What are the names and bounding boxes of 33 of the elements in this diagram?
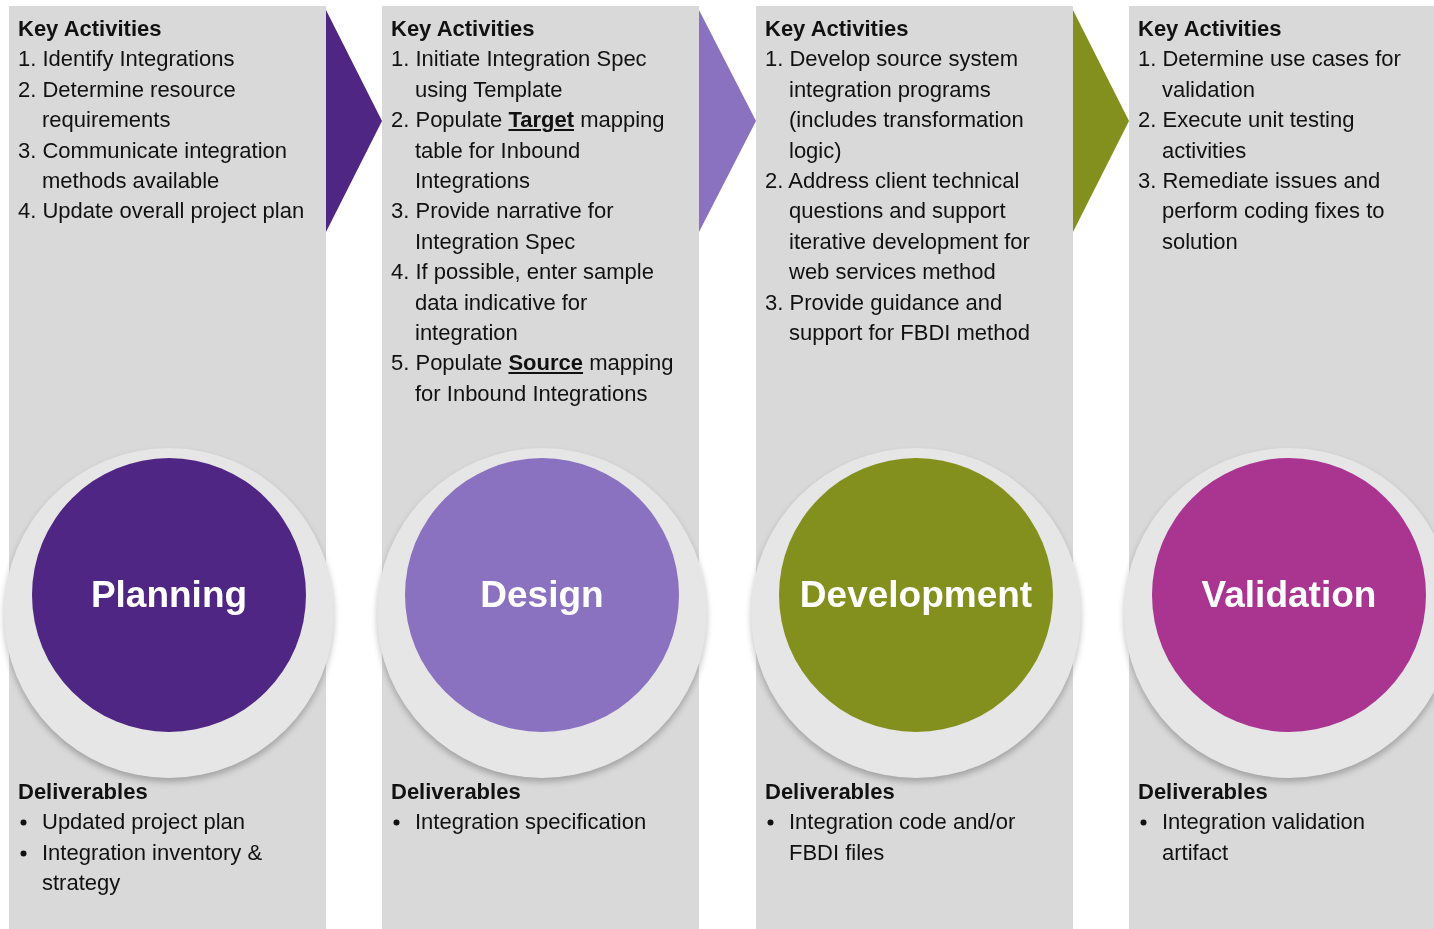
chevron-arrow xyxy=(1073,10,1129,232)
numbered-item: 2. Address client technical questions and support iterative development for web services method xyxy=(765,167,1031,287)
chevron-arrow xyxy=(326,10,382,232)
numbered-item: 3. Provide guidance and support for FBDI method xyxy=(765,288,1031,348)
phase-title: Design xyxy=(480,574,604,616)
numbered-item: 5. Populate Source mapping for Inbound Integrations xyxy=(391,349,675,408)
section-heading: Deliverables xyxy=(18,778,149,806)
section-heading: Key Activities xyxy=(1138,15,1283,43)
numbered-item: 1. Determine use cases for validation xyxy=(1138,45,1402,104)
phase-title: Development xyxy=(799,574,1033,616)
bullet-item: Updated project plan xyxy=(42,809,246,835)
phase-title: Validation xyxy=(1201,574,1377,616)
bullet-item: Integration inventory & strategy xyxy=(42,839,263,896)
phase-title: Planning xyxy=(90,574,248,616)
numbered-item: 3. Remediate issues and perform coding fixes to solution xyxy=(1138,167,1386,256)
bullet-item: Integration specification xyxy=(415,809,647,835)
chevron-arrow xyxy=(699,10,756,232)
numbered-item: 2. Populate Target mapping table for Inbound Integrations xyxy=(391,106,666,196)
numbered-item: 3. Provide narrative for Integration Spec xyxy=(391,197,615,256)
numbered-item: 2. Determine resource requirements xyxy=(18,75,237,135)
section-heading: Deliverables xyxy=(765,778,896,806)
section-heading: Key Activities xyxy=(391,15,536,43)
numbered-item: 1. Identify Integrations xyxy=(18,45,236,74)
numbered-item: 1. Develop source system integration programs (includes transformation logic) xyxy=(765,45,1025,165)
section-heading: Deliverables xyxy=(1138,778,1269,806)
section-heading: Key Activities xyxy=(765,15,910,43)
section-heading: Deliverables xyxy=(391,778,522,806)
section-heading: Key Activities xyxy=(18,15,163,43)
numbered-item: 3. Communicate integration methods available xyxy=(18,136,289,196)
numbered-item: 2. Execute unit testing activities xyxy=(1138,106,1356,165)
bullet-item: Integration code and/or FBDI files xyxy=(789,809,1016,865)
bullet-item: Integration validation artifact xyxy=(1162,809,1366,865)
numbered-item: 4. Update overall project plan xyxy=(18,197,306,226)
